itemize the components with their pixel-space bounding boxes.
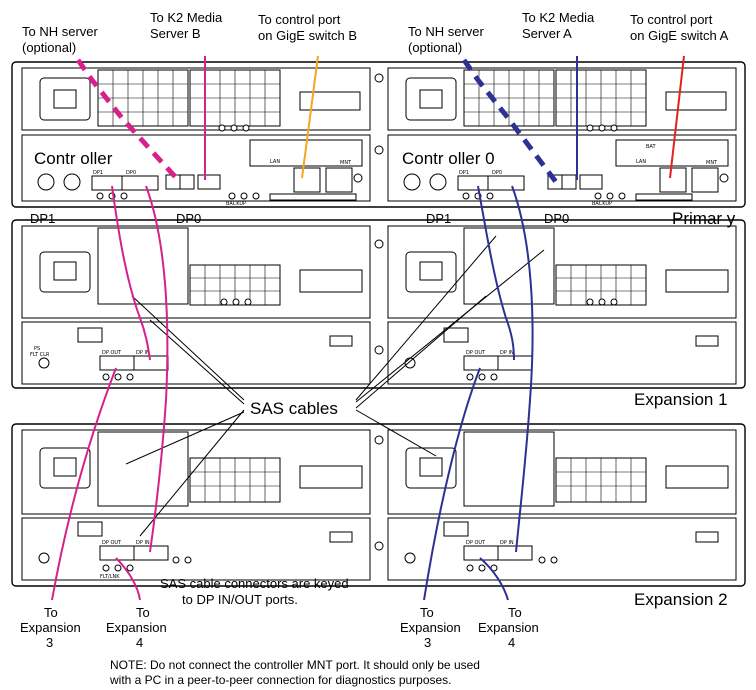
- label-to-exp3-b-2: Expansion: [20, 620, 81, 635]
- label-to-exp4-a-2: Expansion: [478, 620, 539, 635]
- label-nh-server-b: To NH server: [22, 24, 99, 39]
- expansion1-right-half: DP OUT DP IN: [387, 225, 737, 385]
- port-label-mnt-b: MNT: [340, 160, 352, 166]
- sas-callout-lines: [125, 235, 545, 537]
- label-keyed-2: to DP IN/OUT ports.: [182, 592, 298, 607]
- cable-a-e1-out: [423, 367, 481, 601]
- cable-b-e1-out: [51, 367, 117, 601]
- port-label-dp1-a: DP1: [459, 170, 469, 176]
- label-nh-server-b-sub: (optional): [22, 40, 76, 55]
- port-label-backup-b: BACKUP: [226, 201, 246, 207]
- label-to-exp4-a-3: 4: [508, 635, 515, 650]
- label-to-exp3-b-1: To: [44, 605, 58, 620]
- label-to-exp4-b-1: To: [136, 605, 150, 620]
- port-label-dpin-e2b: DP IN: [136, 540, 150, 546]
- port-label-backup-a: BACKUP: [592, 201, 612, 207]
- label-nh-server-a-sub: (optional): [408, 40, 462, 55]
- label-ctrl-a-sub: on GigE switch A: [630, 28, 729, 43]
- port-label-dp1-b: DP1: [93, 170, 103, 176]
- port-label-fltlnk-e2b: FLT/LNK: [100, 574, 120, 580]
- label-dp1-b: DP1: [30, 211, 55, 226]
- cables: [51, 55, 685, 601]
- expansion1-chassis: PS FLT CLR DP OUT DP IN DP OUT DP IN: [11, 219, 746, 389]
- label-to-exp3-a-1: To: [420, 605, 434, 620]
- port-label-dpin-e1b: DP IN: [136, 350, 150, 356]
- cable-a-dp0-e2: [511, 185, 534, 553]
- expansion2-left-half: DP OUT DP IN FLT/LNK: [21, 429, 371, 581]
- note-line-2: with a PC in a peer-to-peer connection f…: [109, 673, 452, 687]
- port-label-ps-e1b: PS: [34, 346, 40, 352]
- label-k2-b-sub: Server B: [150, 26, 201, 41]
- label-to-exp3-b-3: 3: [46, 635, 53, 650]
- expansion1-left-half: PS FLT CLR DP OUT DP IN: [21, 225, 371, 385]
- note-line-1: NOTE: Do not connect the controller MNT …: [110, 658, 480, 672]
- port-label-lan-a: LAN: [636, 159, 646, 165]
- primary-chassis: DP1 DP0 LAN MNT BACKUP: [11, 61, 746, 208]
- port-label-bat-a: BAT: [646, 144, 656, 150]
- cable-ctrl-b: [301, 55, 319, 179]
- port-label-dpin-e2a: DP IN: [500, 540, 514, 546]
- label-nh-server-a: To NH server: [408, 24, 485, 39]
- label-dp1-a: DP1: [426, 211, 451, 226]
- label-k2-a-sub: Server A: [522, 26, 572, 41]
- port-label-dpout-e2b: DP OUT: [102, 540, 122, 546]
- port-label-dpout-e2a: DP OUT: [466, 540, 486, 546]
- label-to-exp4-b-2: Expansion: [106, 620, 167, 635]
- label-k2-b: To K2 Media: [150, 10, 223, 25]
- port-label-lan-b: LAN: [270, 159, 280, 165]
- label-dp0-a: DP0: [544, 211, 569, 226]
- label-k2-a: To K2 Media: [522, 10, 595, 25]
- cable-b-dp1-e1: [111, 185, 151, 361]
- label-dp0-b: DP0: [176, 211, 201, 226]
- label-to-exp3-a-2: Expansion: [400, 620, 461, 635]
- primary-right-half: DP1 DP0 LAN MNT BAT BACKUP: [387, 67, 737, 207]
- port-label-dpin-e1a: DP IN: [500, 350, 514, 356]
- port-label-dp0-a: DP0: [492, 170, 502, 176]
- label-ctrl-b: To control port: [258, 12, 341, 27]
- label-to-exp3-a-3: 3: [424, 635, 431, 650]
- expansion2-right-half: DP OUT DP IN: [387, 429, 737, 581]
- cable-b-dp0-e2: [145, 185, 169, 553]
- label-controller-b: Contr oller: [34, 149, 113, 168]
- label-primary: Primar y: [672, 209, 736, 228]
- label-keyed-1: SAS cable connectors are keyed: [160, 576, 349, 591]
- primary-left-half: DP1 DP0 LAN MNT BACKUP: [21, 67, 371, 207]
- label-to-exp4-b-3: 4: [136, 635, 143, 650]
- label-ctrl-b-sub: on GigE switch B: [258, 28, 357, 43]
- cable-b-e2-out: [115, 557, 141, 601]
- port-label-mnt-a: MNT: [706, 160, 718, 166]
- labels: To NH server (optional) To K2 Media Serv…: [20, 10, 736, 687]
- port-label-dpout-e1a: DP OUT: [466, 350, 486, 356]
- expansion2-chassis: DP OUT DP IN FLT/LNK DP OUT DP IN: [11, 423, 746, 587]
- port-label-dp0-b: DP0: [126, 170, 136, 176]
- label-sas-cables: SAS cables: [250, 399, 338, 418]
- port-label-fltclr-e1b: FLT CLR: [30, 352, 50, 358]
- cable-a-e2-out: [479, 557, 509, 601]
- port-label-dpout-e1b: DP OUT: [102, 350, 122, 356]
- label-ctrl-a: To control port: [630, 12, 713, 27]
- cable-a-dp1-e1: [477, 185, 515, 361]
- label-expansion1: Expansion 1: [634, 390, 728, 409]
- label-controller-a: Contr oller 0: [402, 149, 495, 168]
- label-expansion2: Expansion 2: [634, 590, 728, 609]
- label-to-exp4-a-1: To: [508, 605, 522, 620]
- cable-ctrl-a: [669, 55, 685, 179]
